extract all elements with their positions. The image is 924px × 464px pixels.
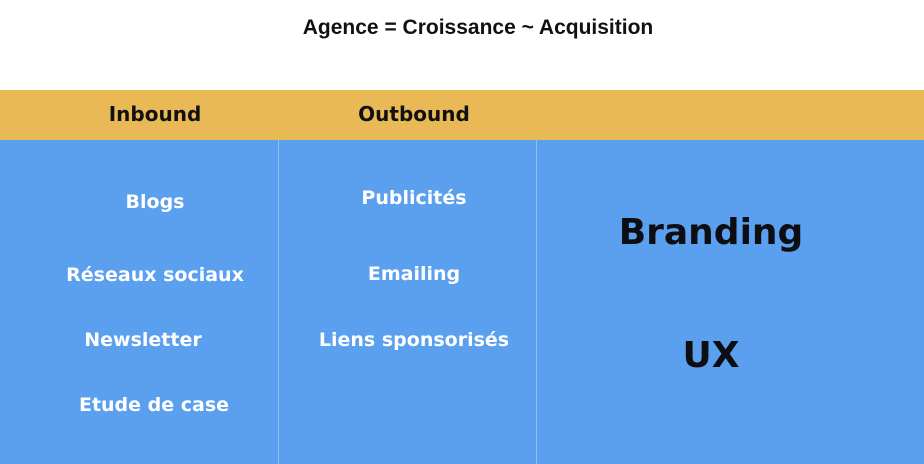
inbound-header: Inbound xyxy=(108,102,202,126)
outbound-item-liens-sponsorises: Liens sponsorisés xyxy=(318,329,510,351)
column-divider-2 xyxy=(536,140,537,464)
inbound-item-reseaux-sociaux: Réseaux sociaux xyxy=(66,264,244,286)
header-band xyxy=(0,90,924,140)
column-divider-1 xyxy=(278,140,279,464)
ux-label: UX xyxy=(682,335,740,376)
outbound-item-emailing: Emailing xyxy=(367,263,461,285)
branding-label: Branding xyxy=(618,212,804,253)
inbound-item-blogs: Blogs xyxy=(125,191,185,213)
content-area xyxy=(0,140,924,464)
inbound-item-etude-de-case: Etude de case xyxy=(78,394,230,416)
page-title: Agence = Croissance ~ Acquisition xyxy=(302,16,654,39)
outbound-header: Outbound xyxy=(358,102,470,126)
outbound-item-publicites: Publicités xyxy=(361,187,467,209)
inbound-item-newsletter: Newsletter xyxy=(84,329,202,351)
